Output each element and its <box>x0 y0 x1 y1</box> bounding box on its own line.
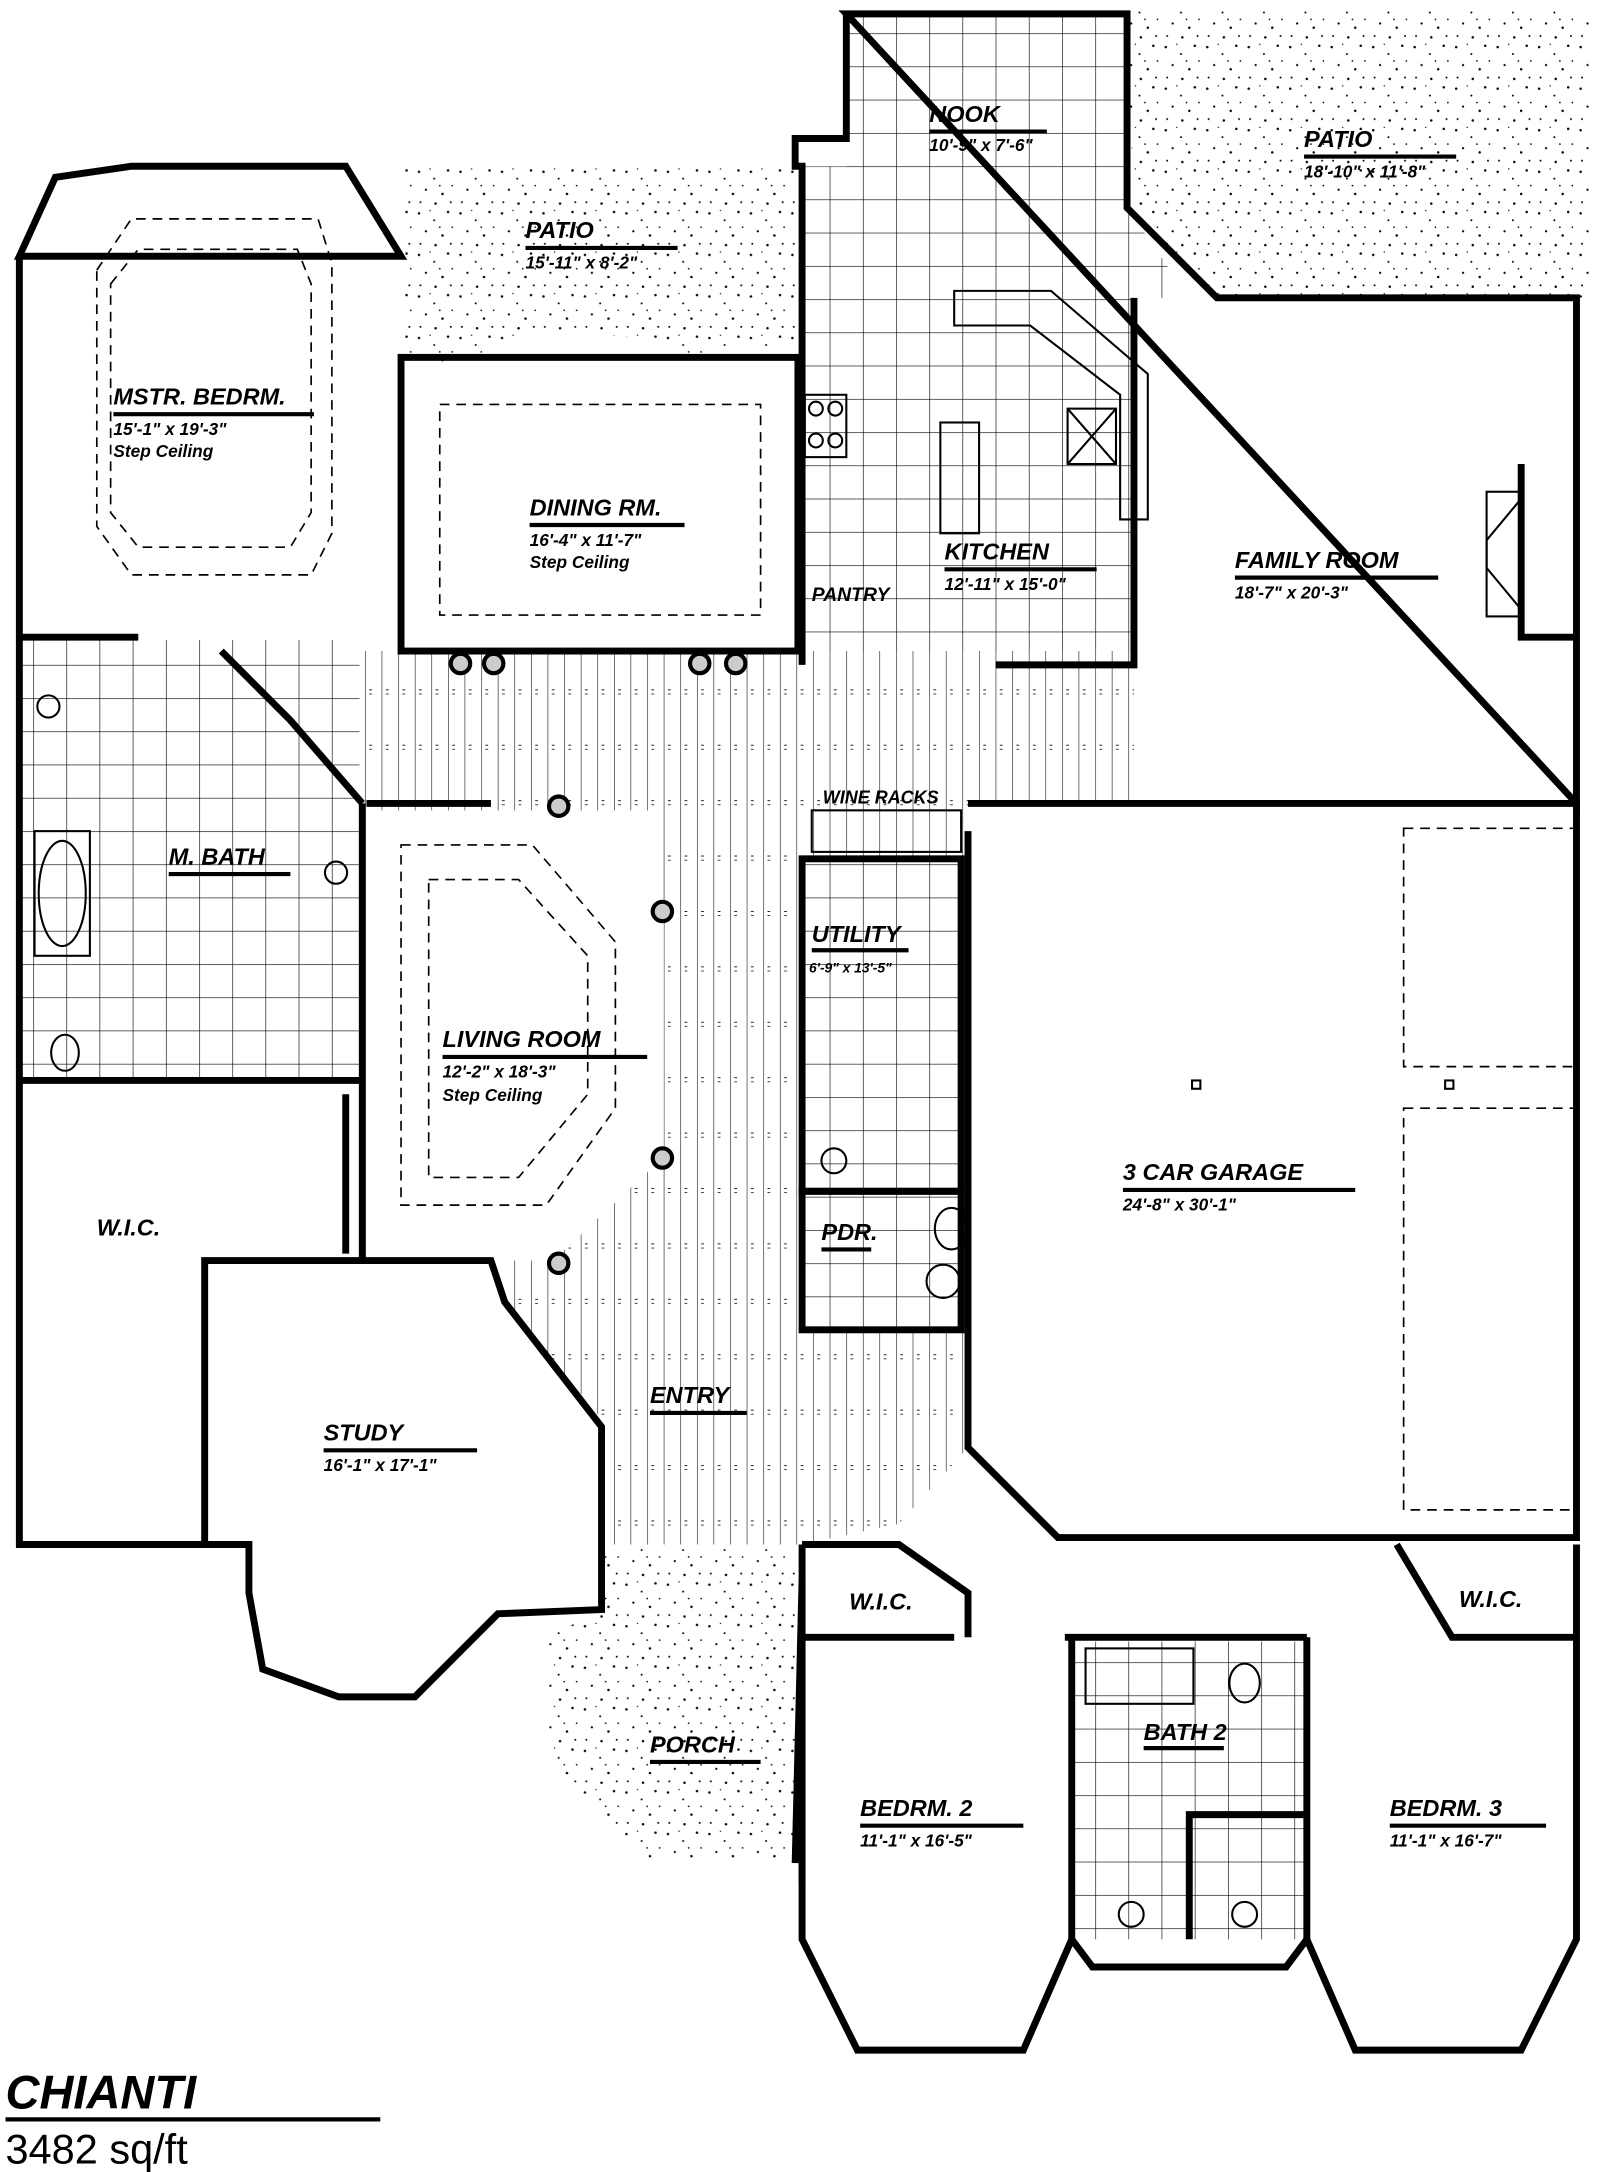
column <box>687 651 712 676</box>
column <box>650 1146 675 1170</box>
plan-title-block: CHIANTI 3482 sq/ft <box>6 2065 381 2172</box>
bedroom-3-label: BEDRM. 3 <box>1390 1795 1502 1821</box>
patio-rear-label: PATIO <box>1304 126 1372 152</box>
master-bedroom-note: Step Ceiling <box>113 441 213 461</box>
patio-master-label: PATIO <box>525 217 593 243</box>
plan-area: 3482 sq/ft <box>6 2126 189 2172</box>
wic-3-label: W.I.C. <box>1459 1586 1523 1612</box>
nook-label: NOOK <box>929 101 1002 127</box>
column <box>723 651 748 676</box>
plan-name: CHIANTI <box>6 2065 198 2118</box>
garage-dims: 24'-8" x 30'-1" <box>1122 1195 1237 1215</box>
patio-rear-dims: 18'-10" x 11'-8" <box>1304 161 1426 181</box>
porch-area <box>546 1548 796 1864</box>
columns <box>448 651 748 1276</box>
wine-racks-label: WINE RACKS <box>823 787 939 807</box>
utility-dims: 6'-9" x 13'-5" <box>809 959 892 975</box>
column <box>546 794 571 818</box>
porch-label: PORCH <box>650 1731 736 1757</box>
kitchen-nook-tile <box>802 13 1190 665</box>
fixtures <box>33 218 1578 1928</box>
family-room-label: FAMILY ROOM <box>1235 547 1399 573</box>
walls <box>13 10 1580 2054</box>
master-wic-label: W.I.C. <box>97 1215 161 1241</box>
patio-master-area <box>403 163 796 368</box>
bedroom-2-label: BEDRM. 2 <box>860 1795 972 1821</box>
column <box>546 1251 571 1276</box>
dining-dims: 16'-4" x 11'-7" <box>530 530 643 550</box>
dining-note: Step Ceiling <box>530 552 630 572</box>
bedroom-3-dims: 11'-1" x 16'-7" <box>1390 1830 1503 1850</box>
utility-tile <box>804 861 962 1192</box>
rooms-white <box>19 166 1577 2051</box>
column <box>481 651 506 676</box>
master-bath-tile <box>19 639 360 1081</box>
column <box>448 651 473 676</box>
living-room-note: Step Ceiling <box>443 1085 543 1105</box>
family-room-dims: 18'-7" x 20'-3" <box>1235 582 1349 602</box>
pantry-label: PANTRY <box>812 584 892 606</box>
patio-master-dims: 15'-11" x 8'-2" <box>525 253 638 273</box>
study-label: STUDY <box>324 1420 406 1446</box>
bath-2-label: BATH 2 <box>1144 1719 1227 1745</box>
study-dims: 16'-1" x 17'-1" <box>324 1455 438 1475</box>
master-bedroom-dims: 15'-1" x 19'-3" <box>113 419 227 439</box>
master-bath-label: M. BATH <box>169 843 266 869</box>
living-room-dims: 12'-2" x 18'-3" <box>443 1062 557 1082</box>
room-labels: NOOK 10'-9" x 7'-6" PATIO 18'-10" x 11'-… <box>97 101 1547 1850</box>
powder-tile <box>804 1194 962 1328</box>
master-bedroom-label: MSTR. BEDRM. <box>113 383 285 409</box>
column <box>650 899 675 924</box>
nook-dims: 10'-9" x 7'-6" <box>929 135 1033 155</box>
entry-label: ENTRY <box>650 1382 732 1408</box>
garage-label: 3 CAR GARAGE <box>1123 1159 1304 1185</box>
living-room-label: LIVING ROOM <box>443 1026 601 1052</box>
floor-fills <box>19 11 1591 1940</box>
kitchen-label: KITCHEN <box>945 539 1050 565</box>
bedroom-2-dims: 11'-1" x 16'-5" <box>860 1830 973 1850</box>
powder-label: PDR. <box>821 1219 877 1245</box>
wic-2-label: W.I.C. <box>849 1589 913 1615</box>
kitchen-dims: 12'-11" x 15'-0" <box>945 574 1067 594</box>
dining-label: DINING RM. <box>530 494 662 520</box>
utility-label: UTILITY <box>812 921 903 947</box>
